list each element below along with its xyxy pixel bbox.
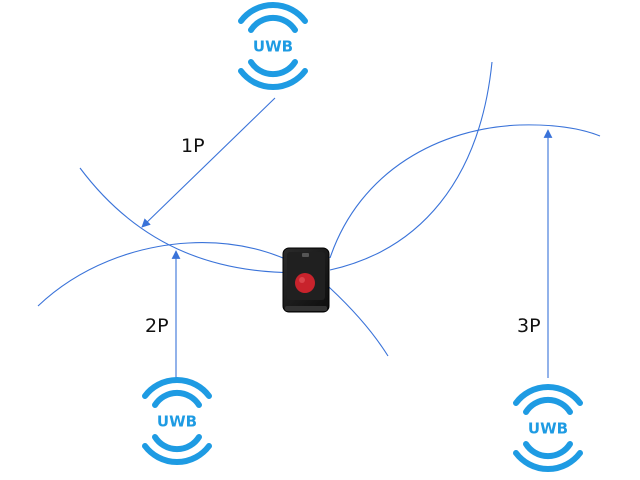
device-button <box>295 273 315 293</box>
range-arc-right-rising <box>329 61 493 271</box>
path-label-3p: 3P <box>517 315 541 337</box>
range-arc-bottom-right <box>329 124 601 259</box>
uwb-anchor-bottom-right: UWB <box>513 384 583 472</box>
uwb-anchor-top: UWB <box>238 2 308 90</box>
range-arc-bottom-left <box>37 242 389 357</box>
uwb-tag-device-icon <box>282 247 330 313</box>
uwb-anchor-label: UWB <box>157 413 197 431</box>
uwb-anchor-label: UWB <box>253 38 293 56</box>
uwb-anchor-bottom-left: UWB <box>142 377 212 465</box>
ray-1p <box>141 97 276 228</box>
uwb-anchor-label: UWB <box>528 420 568 438</box>
signal-waves-icon <box>513 384 583 472</box>
signal-waves-icon <box>238 2 308 90</box>
signal-waves-icon <box>142 377 212 465</box>
path-label-1p: 1P <box>181 135 205 157</box>
path-label-2p: 2P <box>145 315 169 337</box>
